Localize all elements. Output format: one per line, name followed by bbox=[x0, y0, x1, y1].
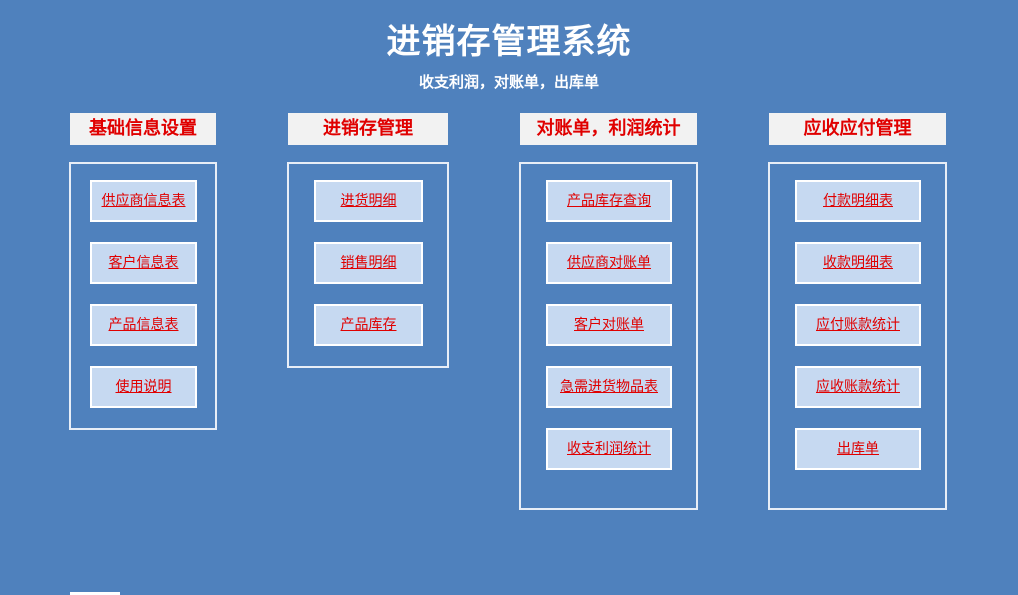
supplier-info-button[interactable]: 供应商信息表 bbox=[90, 180, 197, 222]
bottom-edge-mark bbox=[70, 592, 120, 595]
delivery-order-button[interactable]: 出库单 bbox=[795, 428, 921, 470]
purchase-detail-button[interactable]: 进货明细 bbox=[314, 180, 423, 222]
stock-query-button[interactable]: 产品库存查询 bbox=[546, 180, 672, 222]
receipt-detail-button[interactable]: 收款明细表 bbox=[795, 242, 921, 284]
customer-statement-button[interactable]: 客户对账单 bbox=[546, 304, 672, 346]
product-stock-button[interactable]: 产品库存 bbox=[314, 304, 423, 346]
payment-detail-button[interactable]: 付款明细表 bbox=[795, 180, 921, 222]
page-title: 进销存管理系统 bbox=[386, 22, 632, 62]
user-guide-button[interactable]: 使用说明 bbox=[90, 366, 197, 408]
supplier-statement-button[interactable]: 供应商对账单 bbox=[546, 242, 672, 284]
section-header-inventory: 进销存管理 bbox=[288, 113, 448, 145]
section-header-receivables: 应收应付管理 bbox=[769, 113, 946, 145]
sales-detail-button[interactable]: 销售明细 bbox=[314, 242, 423, 284]
payables-stats-button[interactable]: 应付账款统计 bbox=[795, 304, 921, 346]
panel-basic-info: 供应商信息表 客户信息表 产品信息表 使用说明 bbox=[69, 162, 217, 430]
section-header-statements: 对账单，利润统计 bbox=[520, 113, 697, 145]
panel-receivables: 付款明细表 收款明细表 应付账款统计 应收账款统计 出库单 bbox=[768, 162, 947, 510]
panel-statements: 产品库存查询 供应商对账单 客户对账单 急需进货物品表 收支利润统计 bbox=[519, 162, 698, 510]
product-info-button[interactable]: 产品信息表 bbox=[90, 304, 197, 346]
urgent-restock-button[interactable]: 急需进货物品表 bbox=[546, 366, 672, 408]
customer-info-button[interactable]: 客户信息表 bbox=[90, 242, 197, 284]
section-header-basic-info: 基础信息设置 bbox=[70, 113, 216, 145]
page-subtitle: 收支利润，对账单，出库单 bbox=[418, 73, 599, 91]
receivables-stats-button[interactable]: 应收账款统计 bbox=[795, 366, 921, 408]
profit-stats-button[interactable]: 收支利润统计 bbox=[546, 428, 672, 470]
panel-inventory: 进货明细 销售明细 产品库存 bbox=[287, 162, 449, 368]
